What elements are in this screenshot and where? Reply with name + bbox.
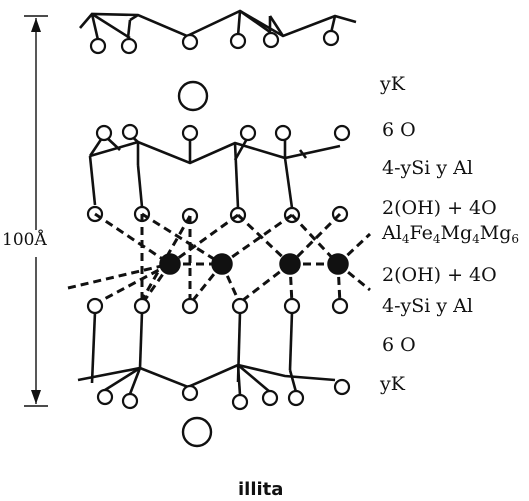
octa-al-count: 4 xyxy=(401,232,410,246)
octa-fe-count: 4 xyxy=(432,232,441,246)
top-tetrahedral-sheet xyxy=(79,9,357,41)
hydroxyl-oxygen-top-label: 2(OH) + 4O xyxy=(382,197,497,219)
hydroxyl-oxygen-bottom-label: 2(OH) + 4O xyxy=(382,264,497,286)
octa-fe: Fe xyxy=(409,222,433,244)
octa-mg2-count: 6 xyxy=(511,232,520,246)
upper-oxygen-atoms xyxy=(86,123,351,225)
tetrahedral-cations-bottom-label: 4-ySi y Al xyxy=(382,295,473,317)
oxygen-layer-bottom-label: 6 O xyxy=(382,334,416,356)
interlayer-potassium-bottom-label: yK xyxy=(380,373,405,395)
top-oxygen-atoms xyxy=(89,29,340,55)
potassium-ion-top xyxy=(177,80,209,112)
tetrahedral-cations-top-label: 4-ySi y Al xyxy=(382,157,473,179)
interlayer-potassium-top-label: yK xyxy=(380,73,405,95)
potassium-ion-bottom xyxy=(181,416,213,448)
octa-mg2: Mg xyxy=(479,222,512,244)
lower-oxygen-atoms xyxy=(86,297,351,411)
layer-distance-label: 100Å xyxy=(2,230,47,250)
octahedral-cations xyxy=(159,253,349,275)
figure-caption: illita xyxy=(238,479,284,500)
dimension-arrow xyxy=(24,15,48,407)
oxygen-layer-top-label: 6 O xyxy=(382,119,416,141)
upper-tetrahedral-sheet xyxy=(88,134,341,209)
octahedral-cations-label: Al4Fe4Mg4Mg6 xyxy=(382,222,520,246)
octa-mg1: Mg xyxy=(440,222,473,244)
octa-mg1-count: 4 xyxy=(472,232,480,246)
octa-al: Al xyxy=(382,222,402,244)
lower-tetrahedral-sheet xyxy=(77,311,336,396)
